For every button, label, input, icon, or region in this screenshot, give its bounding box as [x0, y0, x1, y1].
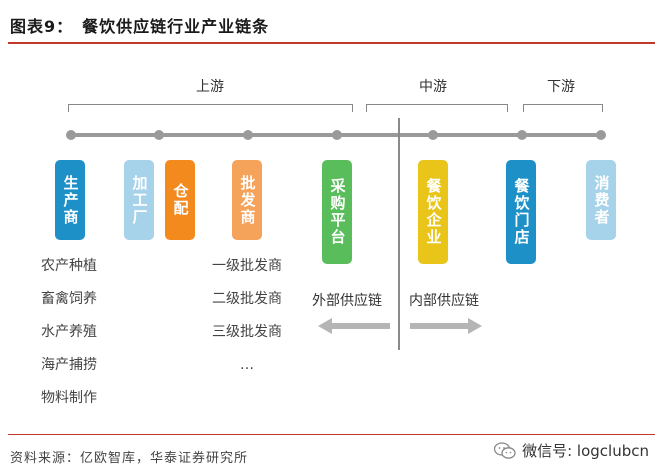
internal-arrow-right-icon — [410, 318, 482, 334]
source-note: 资料来源：亿欧智库，华泰证券研究所 — [10, 451, 249, 466]
figure-title: 图表9： 餐饮供应链行业产业链条 — [10, 17, 270, 36]
node-procurement-platform: 采购平台 — [322, 160, 352, 264]
producer-item-list: 农产种植 畜禽饲养 水产养殖 海产捕捞 物料制作 — [41, 250, 97, 415]
node-consumer: 消费者 — [586, 160, 616, 240]
node-processing-plant: 加工厂 — [124, 160, 154, 240]
timeline-dot — [596, 130, 606, 140]
timeline-dot — [517, 130, 527, 140]
wechat-icon — [494, 441, 516, 459]
segment-downstream-label: 下游 — [547, 79, 575, 95]
node-wholesaler: 批发商 — [232, 160, 262, 240]
external-supply-chain-label: 外部供应链 — [312, 293, 382, 309]
timeline-dot — [332, 130, 342, 140]
list-item: 物料制作 — [41, 390, 97, 406]
timeline-dot — [243, 130, 253, 140]
segment-upstream-label: 上游 — [196, 79, 224, 95]
node-warehousing: 仓配 — [165, 160, 195, 240]
footer-rule — [8, 434, 655, 435]
timeline-dot — [154, 130, 164, 140]
timeline-dot — [428, 130, 438, 140]
list-item: 三级批发商 — [212, 324, 282, 340]
node-catering-enterprise: 餐饮企业 — [418, 160, 448, 264]
external-arrow-left-icon — [318, 318, 390, 334]
wechat-watermark: 微信号: logclubcn — [494, 440, 649, 461]
node-producer: 生产商 — [55, 160, 85, 240]
timeline-dot — [66, 130, 76, 140]
wechat-id: 微信号: logclubcn — [522, 442, 649, 460]
upstream-bracket — [68, 104, 353, 112]
supply-chain-divider — [398, 118, 400, 350]
list-item: 农产种植 — [41, 258, 97, 274]
downstream-bracket — [523, 104, 603, 112]
midstream-bracket — [366, 104, 508, 112]
list-item: 二级批发商 — [212, 291, 282, 307]
wholesaler-item-list: 一级批发商 二级批发商 三级批发商 … — [212, 250, 282, 382]
list-item: 海产捕捞 — [41, 357, 97, 373]
internal-supply-chain-label: 内部供应链 — [409, 293, 479, 309]
segment-midstream-label: 中游 — [419, 79, 447, 95]
list-item: 一级批发商 — [212, 258, 282, 274]
list-item: … — [240, 357, 254, 373]
node-restaurant-store: 餐饮门店 — [506, 160, 536, 264]
list-item: 水产养殖 — [41, 324, 97, 340]
title-rule — [8, 42, 655, 44]
list-item: 畜禽饲养 — [41, 291, 97, 307]
